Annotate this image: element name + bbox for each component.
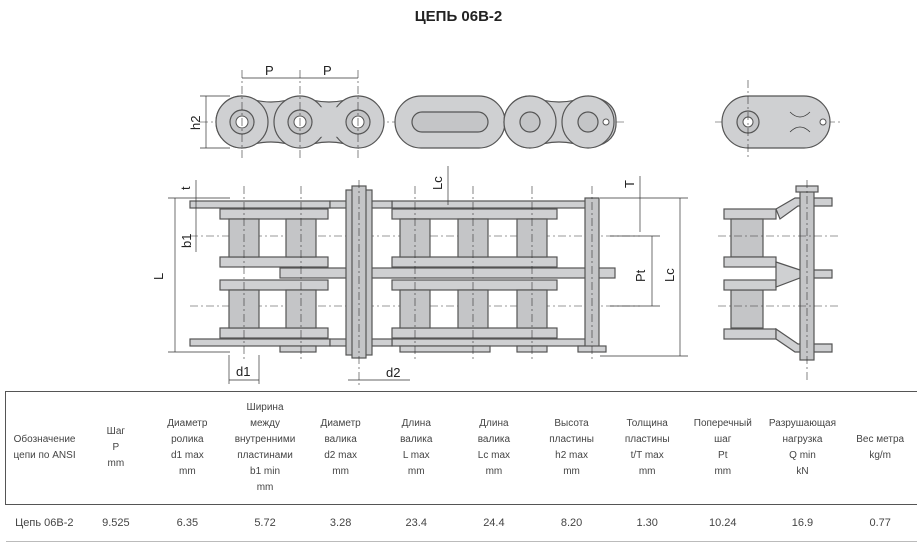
page-title: ЦЕПЬ 06B-2 (414, 8, 503, 25)
dim-label-d2: d2 (386, 365, 400, 380)
dim-label-t-upper: T (622, 180, 637, 188)
table-row: Цепь 06B-2 9.525 6.35 5.72 3.28 23.4 24.… (5, 504, 917, 542)
plan-view: L t b1 Lc T Pt Lc d1 d2 (151, 166, 688, 385)
col-header-roller-diameter: Диаметр ролика d1 max mm (148, 391, 227, 505)
col-header-pin-length-l: Длина валика L max mm (377, 391, 456, 505)
dim-label-p1: P (265, 63, 274, 78)
cell-roller-diameter: 6.35 (148, 504, 227, 542)
cell-plate-thickness: 1.30 (610, 504, 684, 542)
end-view-top (715, 80, 840, 160)
col-header-pitch: Шаг P mm (83, 391, 149, 505)
col-header-pin-length-lc: Длина валика Lc max mm (455, 391, 533, 505)
side-view (718, 180, 840, 380)
dim-label-lc-top: Lc (430, 176, 445, 190)
top-view: P P h2 (188, 63, 625, 160)
col-header-plate-height: Высота пластины h2 max mm (532, 391, 611, 505)
col-header-pin-diameter: Диаметр валика d2 max mm (303, 391, 378, 505)
col-header-inner-width: Ширина между внутренними пластинами b1 m… (226, 391, 304, 505)
spec-table-header-row: Обозначение цепи по ANSI Шаг P mm Диамет… (5, 391, 917, 505)
cell-inner-width: 5.72 (226, 504, 304, 542)
cell-pin-length-lc: 24.4 (455, 504, 533, 542)
chain-technical-drawing: .plate { fill:#cfd0d2; stroke:#555; stro… (151, 63, 840, 385)
dim-label-pt: Pt (633, 269, 648, 282)
cell-breaking-load: 16.9 (761, 504, 844, 542)
spec-table: Обозначение цепи по ANSI Шаг P mm Диамет… (5, 391, 917, 542)
dim-label-lc-side: Lc (662, 268, 677, 282)
cell-pin-diameter: 3.28 (303, 504, 378, 542)
dim-label-p2: P (323, 63, 332, 78)
col-header-breaking-load: Разрушающая нагрузка Q min kN (761, 391, 844, 505)
cell-designation: Цепь 06B-2 (5, 504, 84, 542)
cell-pin-length-l: 23.4 (377, 504, 456, 542)
cell-pitch: 9.525 (83, 504, 149, 542)
dim-label-h2: h2 (188, 116, 203, 130)
cell-transverse-pitch: 10.24 (683, 504, 762, 542)
cell-weight: 0.77 (843, 504, 917, 542)
col-header-transverse-pitch: Поперечный шаг Pt mm (683, 391, 762, 505)
cell-plate-height: 8.20 (532, 504, 611, 542)
dim-label-l: L (151, 273, 166, 280)
dim-label-b1: b1 (179, 234, 194, 248)
col-header-weight: Вес метра kg/m (843, 391, 917, 505)
dim-label-t: t (178, 186, 193, 190)
dim-label-d1: d1 (236, 364, 250, 379)
col-header-designation: Обозначение цепи по ANSI (5, 391, 84, 505)
col-header-plate-thickness: Толщина пластины t/T max mm (610, 391, 684, 505)
